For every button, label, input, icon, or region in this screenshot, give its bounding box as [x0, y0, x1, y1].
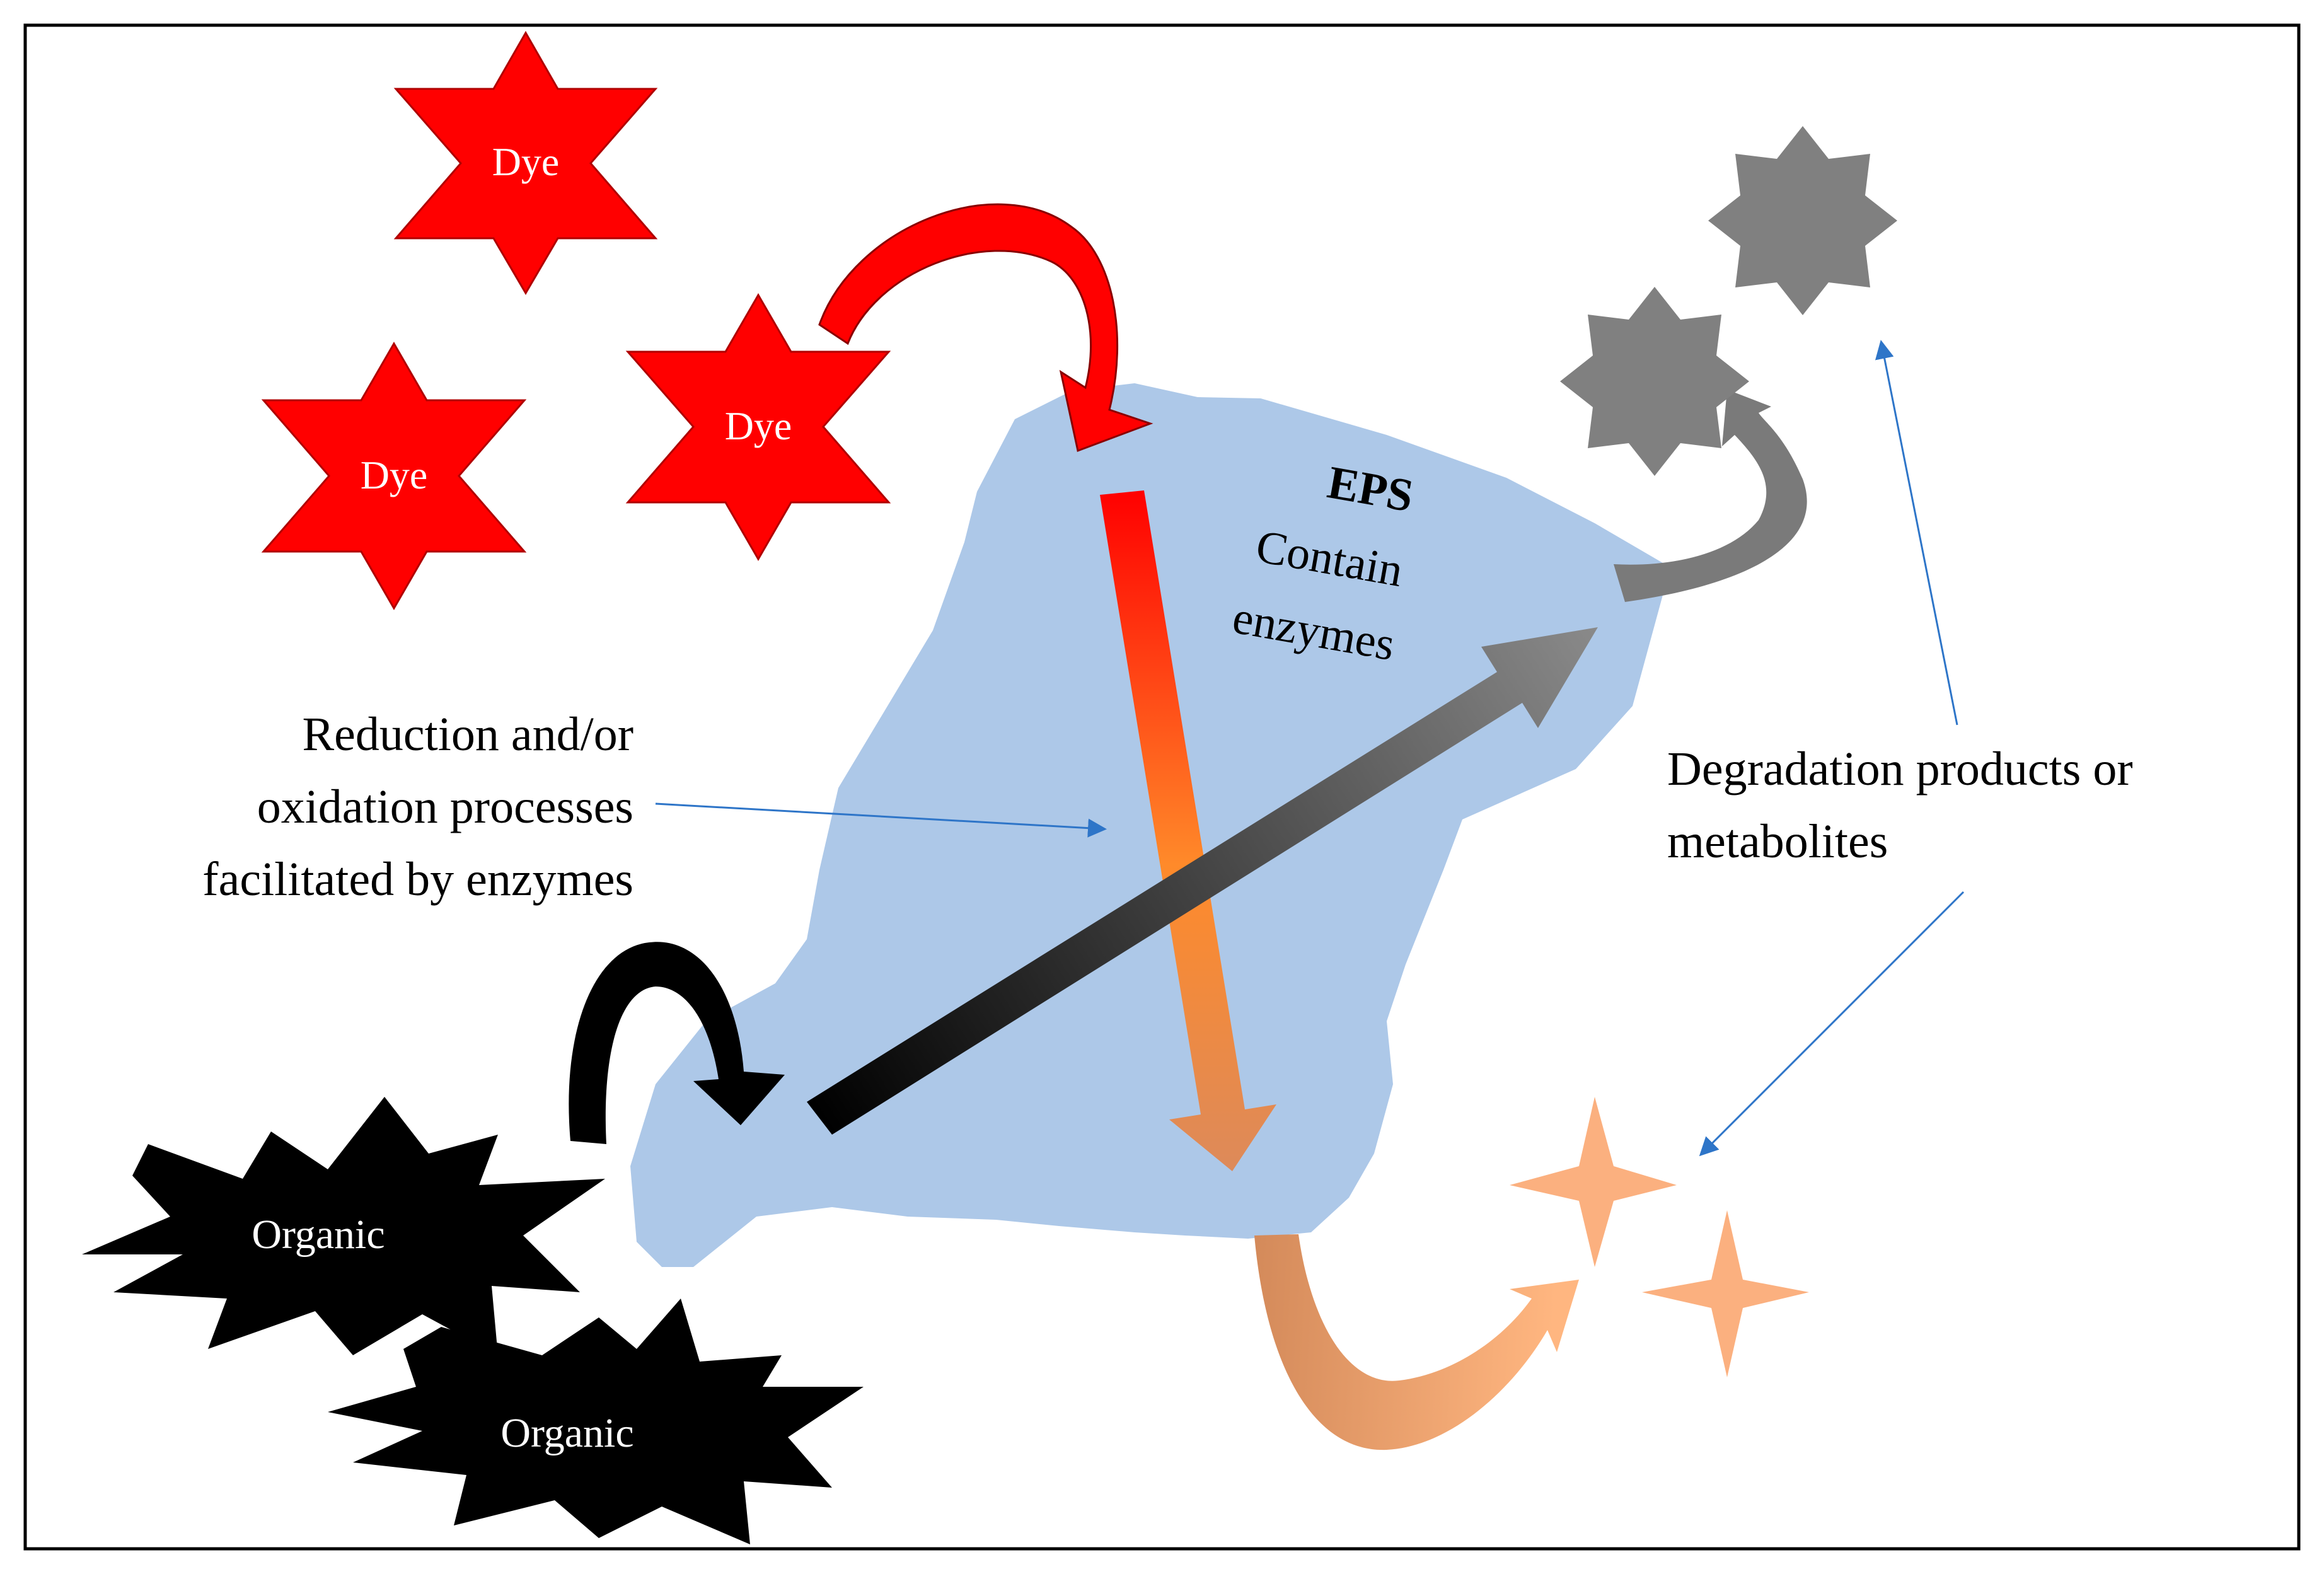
orange-product-2 [1642, 1210, 1809, 1377]
organic-label: Organic [251, 1212, 384, 1258]
gray-product-1 [1560, 287, 1749, 476]
six-point-star-icon [393, 30, 658, 295]
organic-burst-1: Organic [82, 1097, 605, 1355]
gray-curved-arrow [1614, 390, 1807, 602]
process-label-line2: oxidation processes [257, 780, 633, 833]
burst-icon [82, 1097, 605, 1355]
organic-burst-2: Organic [328, 1299, 864, 1544]
orange-product-1 [1510, 1097, 1677, 1267]
orange-curved-arrow [1254, 1234, 1579, 1450]
products-pointer-line-down [1699, 891, 1965, 1157]
process-pointer-line [655, 802, 1107, 838]
dye-star-2: Dye [261, 342, 527, 610]
organic-oxidation-arrow [807, 627, 1598, 1135]
organic-label: Organic [500, 1410, 633, 1456]
four-point-star-icon [1642, 1210, 1809, 1377]
dye-label: Dye [492, 139, 560, 184]
dye-reduction-arrow [1100, 490, 1276, 1171]
eight-point-star-icon [1708, 126, 1897, 315]
dye-star-3: Dye [625, 293, 891, 561]
eps-blob [630, 383, 1670, 1267]
six-point-star-icon [261, 342, 527, 610]
process-label-line1: Reduction and/or [302, 708, 633, 761]
gray-product-2 [1708, 126, 1897, 315]
process-label-line3: facilitated by enzymes [202, 853, 633, 906]
burst-icon [328, 1299, 864, 1544]
six-point-star-icon [625, 293, 891, 561]
red-curved-arrow [818, 203, 1153, 453]
products-pointer-line-up [1875, 340, 1958, 726]
dye-label: Dye [725, 403, 792, 448]
dye-star-1: Dye [393, 30, 658, 295]
dye-label: Dye [361, 453, 428, 497]
products-label-line1: Degradation products or [1667, 743, 2133, 796]
black-curved-arrow [569, 942, 785, 1144]
eight-point-star-icon [1560, 287, 1749, 476]
products-label-line2: metabolites [1667, 815, 1888, 868]
four-point-star-icon [1510, 1097, 1677, 1267]
